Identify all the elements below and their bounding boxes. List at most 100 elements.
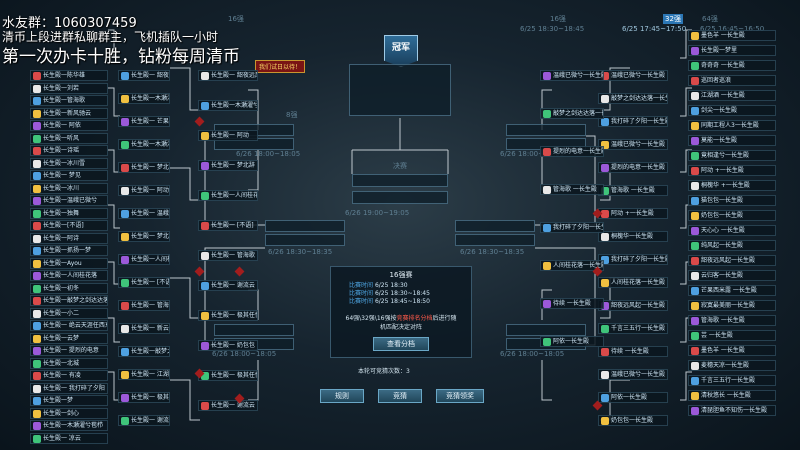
player-slot[interactable]: 长生殿一刘若 — [30, 82, 108, 94]
player-slot[interactable]: 长生殿一抓扬一梦 — [30, 245, 108, 256]
player-slot[interactable]: 长生殿一 阿动 — [198, 130, 258, 141]
player-slot[interactable]: 长生殿一梦 — [30, 395, 108, 406]
player-slot[interactable]: 奶包包一长生殿 — [688, 210, 776, 221]
player-slot[interactable]: 管海歌 一长生殿 — [598, 185, 668, 196]
player-slot[interactable]: 纯风起一长生殿 — [688, 240, 776, 251]
player-slot[interactable]: 长生殿一 新云 — [118, 323, 170, 334]
player-slot[interactable]: 长生殿一人间桂花落 — [118, 254, 170, 265]
player-slot[interactable]: 长生殿一 梦北辞 — [198, 160, 258, 171]
player-slot[interactable]: 长生殿一 我打碎了夕阳 — [30, 382, 108, 394]
player-slot[interactable]: 长生殿一Ayou — [30, 257, 108, 269]
player-slot[interactable]: 天心心 一长生殿 — [688, 225, 776, 236]
player-slot[interactable]: 长生殿一木瀬濯兮苞栉 — [30, 420, 108, 431]
guess-reward-button[interactable]: 竞猜领奖 — [436, 389, 484, 403]
player-slot[interactable]: 提烈的电意一长生殿 — [598, 162, 668, 173]
player-slot[interactable]: 长生殿一 梦见 — [30, 170, 108, 181]
player-slot[interactable]: 长生殿一木瀬濯兮苞栉 — [118, 139, 170, 150]
player-slot[interactable]: 长生殿一小二 — [30, 307, 108, 319]
player-slot[interactable]: 温峨已微兮一长生殿 — [598, 70, 668, 81]
player-slot[interactable]: 长生殿一初冬 — [30, 282, 108, 294]
player-slot[interactable]: 长生殿一 阿动 — [118, 185, 170, 196]
player-slot[interactable]: 长生殿一 谢流云 — [198, 400, 258, 411]
player-slot[interactable]: 长生殿一云梦 — [30, 332, 108, 344]
player-slot[interactable]: 提烈的电意一长生殿 — [540, 146, 604, 157]
player-slot[interactable]: 长生殿一梦里 — [688, 45, 776, 56]
player-slot[interactable]: 长生殿一听风 — [30, 132, 108, 144]
player-slot[interactable]: 猫包包一长生殿 — [688, 195, 776, 206]
player-slot[interactable]: 长生殿一 绝云天涯任西东 — [30, 320, 108, 331]
player-slot[interactable]: 千言三五行一长生殿 — [598, 323, 668, 334]
player-slot[interactable]: 长生殿一[不语] — [30, 220, 108, 231]
player-slot[interactable]: 清秋悠长 一长生殿 — [688, 390, 776, 401]
player-slot[interactable]: 奶包包一长生殿 — [598, 415, 668, 426]
player-slot[interactable]: 长生殿一阿诗 — [30, 232, 108, 244]
player-slot[interactable]: 桐槐华 +一长生殿 — [688, 180, 776, 191]
player-slot[interactable]: 阿动 +一长生殿 — [598, 208, 668, 219]
player-slot[interactable]: 莫能一长生殿 — [688, 135, 776, 146]
player-slot[interactable]: 长生殿一 梦北辞 — [118, 231, 170, 242]
player-slot[interactable]: 我打碎了夕阳一长生殿 — [598, 116, 668, 127]
player-slot[interactable]: 长生殿一剑心 — [30, 407, 108, 419]
player-slot[interactable]: 长生殿一冰川雪 — [30, 157, 108, 169]
player-slot[interactable]: 长生殿一诗瑶 — [30, 145, 108, 156]
player-slot[interactable]: 长生殿一 [不语] — [118, 277, 170, 288]
player-slot[interactable]: 长生殿一陈华雄 — [30, 70, 108, 81]
player-slot[interactable]: 待续 一长生殿 — [598, 346, 668, 357]
player-slot[interactable]: 我打碎了夕阳一长生殿 — [598, 254, 668, 265]
player-slot[interactable]: 阿依一长生殿 — [540, 336, 604, 347]
player-slot[interactable]: 长生殿一独舞 — [30, 207, 108, 219]
player-slot[interactable]: 长生殿一 江湖酒 — [118, 369, 170, 380]
player-slot[interactable]: 敲梦之剑达达落一长生殿 — [598, 93, 668, 104]
player-slot[interactable]: 长生殿一 韶夜远风起 — [198, 70, 258, 81]
player-slot[interactable]: 人间桂花落一长生殿 — [598, 277, 668, 288]
view-tiers-button[interactable]: 查看分档 — [373, 337, 429, 351]
player-slot[interactable]: 长生殿一 [不语] — [198, 220, 258, 231]
rules-button[interactable]: 规则 — [320, 389, 364, 403]
player-slot[interactable]: 长生殿一 凉云 — [30, 432, 108, 444]
player-slot[interactable]: 待续 一长生殿 — [540, 298, 604, 309]
player-slot[interactable]: 温峨已微兮一长生殿 — [598, 369, 668, 380]
player-slot[interactable]: 芸 一长生殿 — [688, 330, 776, 341]
player-slot[interactable]: 长生殿一 极其任性 — [118, 392, 170, 403]
player-slot[interactable]: 长生殿一人间桂花落 — [30, 270, 108, 281]
player-slot[interactable]: 长生殿一木瀬濯兮苞栉 — [118, 93, 170, 104]
player-slot[interactable]: 麦穗天凉一长生殿 — [688, 360, 776, 371]
player-slot[interactable]: 云归客一长生殿 — [688, 270, 776, 281]
player-slot[interactable]: 巡回者巡浪 — [688, 75, 776, 86]
player-slot[interactable]: 阿动 +一长生殿 — [688, 165, 776, 176]
player-slot[interactable]: 墨色羊 一长生殿 — [688, 345, 776, 356]
player-slot[interactable]: 千言三五行一长生殿 — [688, 375, 776, 386]
player-slot[interactable]: 江湖酒 一长生殿 — [688, 90, 776, 101]
player-slot[interactable]: 长生殿一 有凌 — [30, 370, 108, 381]
player-slot[interactable]: 韶夜远风起一长生殿 — [598, 300, 668, 311]
player-slot[interactable]: 长生殿一人间桂花落 — [198, 190, 258, 201]
player-slot[interactable]: 同期工程人3一长生殿 — [688, 120, 776, 131]
player-slot[interactable]: 长生殿一敲梦之剑达达落 — [30, 295, 108, 306]
player-slot[interactable]: 竟相逢兮一长生殿 — [688, 150, 776, 161]
player-slot[interactable]: 芒果西米露 一长生殿 — [688, 285, 776, 296]
player-slot[interactable]: 长生殿一北城 — [30, 357, 108, 369]
player-slot[interactable]: 长生殿一 极其任性 — [198, 370, 258, 381]
player-slot[interactable]: 长生殿一 提烈的电意 — [30, 345, 108, 356]
player-slot[interactable]: 长生殿一新风驰云 — [30, 107, 108, 119]
player-slot[interactable]: 长生殿一 奶包包 — [198, 340, 258, 351]
player-slot[interactable]: 长生殿一 管海歌 — [118, 300, 170, 311]
player-slot[interactable]: 长生殿一 极其任性 — [198, 310, 258, 321]
player-slot[interactable]: 长生殿一 管海歌 — [198, 250, 258, 261]
player-slot[interactable]: 墨色羊 一长生殿 — [688, 30, 776, 41]
player-slot[interactable]: 长生殿一 梦北辞 — [118, 162, 170, 173]
player-slot[interactable]: 管海歌 一长生殿 — [688, 315, 776, 326]
player-slot[interactable]: 寂寞最美丽一长生殿 — [688, 300, 776, 311]
player-slot[interactable]: 剑尖一长生殿 — [688, 105, 776, 116]
player-slot[interactable]: 清琵胆鱼不知伤一长生殿 — [688, 405, 776, 416]
player-slot[interactable]: 管海歌 一长生殿 — [540, 184, 604, 195]
player-slot[interactable]: 人间桂花落一长生殿 — [540, 260, 604, 271]
ranking-link[interactable]: 竞赛排名分档 — [396, 315, 433, 322]
player-slot[interactable]: 奇奇奇 一长生殿 — [688, 60, 776, 71]
player-slot[interactable]: 我打碎了夕阳一长生殿 — [540, 222, 604, 233]
player-slot[interactable]: 长生殿一管海歌 — [30, 95, 108, 106]
player-slot[interactable]: 温峨已微兮一长生殿 — [598, 139, 668, 150]
player-slot[interactable]: 长生殿一敲梦之剑达达落 — [118, 346, 170, 357]
player-slot[interactable]: 阿依一长生殿 — [598, 392, 668, 403]
player-slot[interactable]: 长生殿一温峨已微兮 — [30, 195, 108, 206]
